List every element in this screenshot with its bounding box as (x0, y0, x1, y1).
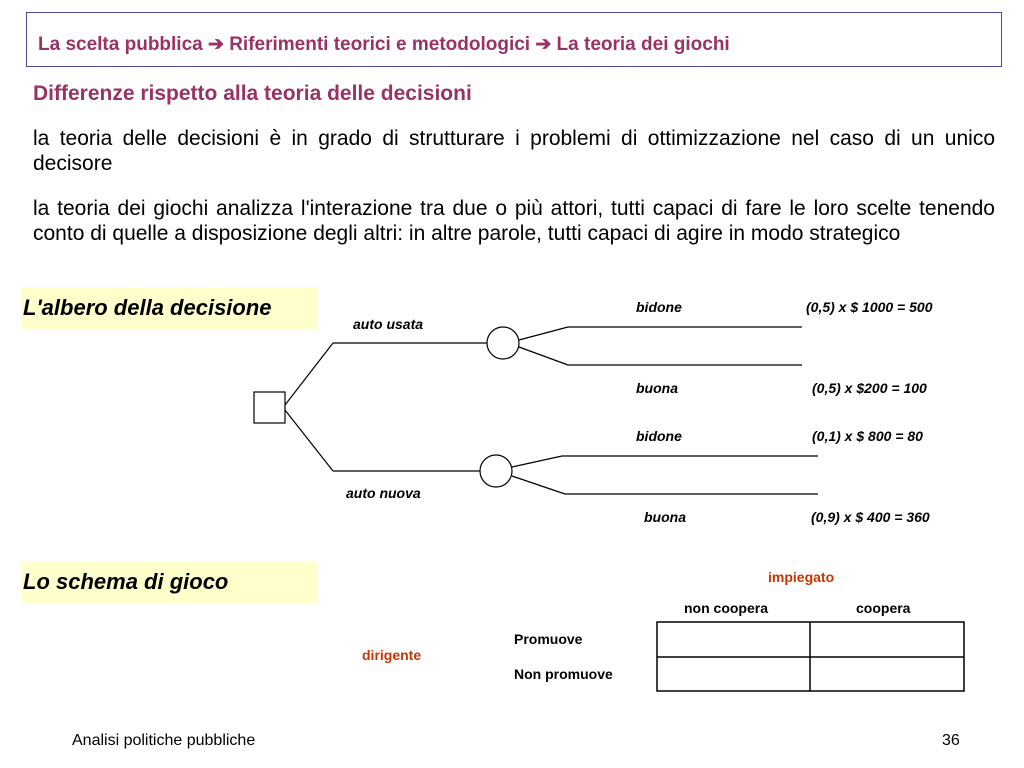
outcome-line (511, 475, 566, 495)
section-heading: Differenze rispetto alla teoria delle de… (33, 82, 472, 105)
branch-line-used (284, 342, 334, 406)
branch-label-used: auto usata (353, 316, 424, 332)
row-player-label: dirigente (362, 647, 422, 663)
header-frame (26, 12, 1002, 67)
branch-label-new: auto nuova (346, 485, 421, 501)
row-header: Promuove (514, 631, 583, 647)
column-player-label: impiegato (768, 569, 835, 585)
branch-line-new (284, 409, 334, 472)
outcome-calc: (0,9) x $ 400 = 360 (811, 509, 930, 525)
outcome-calc: (0,1) x $ 800 = 80 (812, 428, 923, 444)
outcome-name: buona (644, 509, 686, 525)
column-header: non coopera (684, 600, 769, 616)
slide-title: La scelta pubblica ➔ Riferimenti teorici… (38, 34, 730, 55)
chance-node-new (479, 454, 513, 488)
outcome-line (511, 455, 563, 468)
game-scheme-label: Lo schema di gioco (21, 561, 318, 603)
paragraph-decision-theory: la teoria delle decisioni è in grado di … (33, 127, 995, 175)
decision-tree-label: L'albero della decisione (21, 287, 318, 329)
outcome-calc: (0,5) x $200 = 100 (812, 380, 927, 396)
outcome-name: bidone (636, 299, 682, 315)
chance-node-used (486, 326, 520, 360)
outcome-line (518, 326, 569, 341)
outcome-name: buona (636, 380, 678, 396)
footer-text: Analisi politiche pubbliche (72, 732, 256, 749)
outcome-line (518, 346, 569, 366)
decision-node (253, 391, 286, 424)
paragraph-game-theory: la teoria dei giochi analizza l'interazi… (33, 197, 995, 245)
page-number: 36 (942, 732, 960, 749)
outcome-calc: (0,5) x $ 1000 = 500 (806, 299, 933, 315)
outcome-name: bidone (636, 428, 682, 444)
row-header: Non promuove (514, 666, 613, 682)
column-header: coopera (856, 600, 911, 616)
